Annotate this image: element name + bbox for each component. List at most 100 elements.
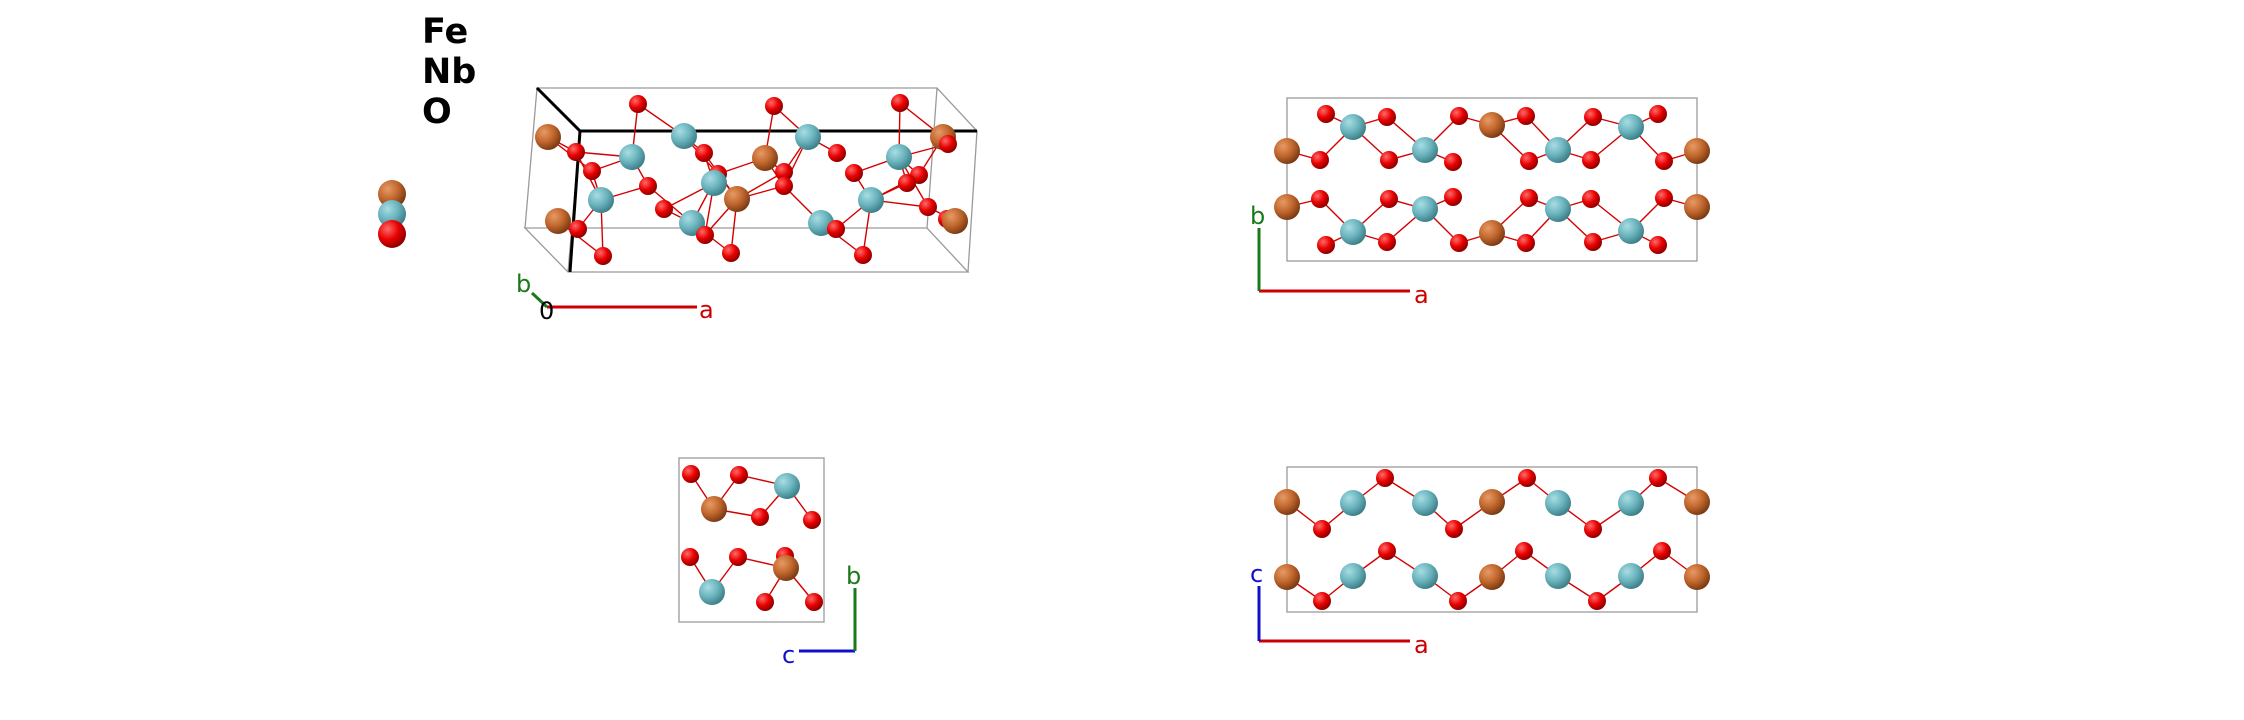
fe-atom: [752, 145, 778, 171]
o-atom: [1445, 520, 1463, 538]
perspective-atoms: [535, 94, 968, 265]
nb-atom: [1618, 218, 1644, 244]
o-atom: [775, 177, 793, 195]
o-atom: [1378, 233, 1396, 251]
nb-atom: [1340, 563, 1366, 589]
fe-atom: [545, 208, 571, 234]
o-atom: [1380, 190, 1398, 208]
nb-atom: [671, 123, 697, 149]
nb-atom: [774, 473, 800, 499]
cb-cell: [678, 457, 825, 623]
fe-atom: [1274, 489, 1300, 515]
fe-atom: [724, 186, 750, 212]
o-atom: [1376, 469, 1394, 487]
nb-atom: [1412, 196, 1438, 222]
o-atom: [583, 162, 601, 180]
o-atom: [1313, 520, 1331, 538]
fe-atom: [1684, 138, 1710, 164]
fe-atom: [1274, 194, 1300, 220]
element-legend: Fe Nb O: [378, 12, 476, 248]
axis-c-label: c: [1250, 560, 1263, 588]
o-atom: [695, 144, 713, 162]
legend-swatches: [378, 180, 406, 248]
o-atom: [1655, 152, 1673, 170]
ab-cell: [1286, 97, 1698, 262]
ab-atoms: [1274, 105, 1710, 254]
o-atom: [827, 220, 845, 238]
fe-atom: [1479, 564, 1505, 590]
ac-cell: [1286, 466, 1698, 613]
nb-atom: [588, 187, 614, 213]
nb-atom: [886, 144, 912, 170]
nb-atom: [1545, 196, 1571, 222]
fe-atom: [1479, 489, 1505, 515]
o-atom: [629, 95, 647, 113]
o-atom: [1313, 592, 1331, 610]
nb-atom: [1545, 490, 1571, 516]
o-atom: [569, 220, 587, 238]
o-atom: [722, 244, 740, 262]
o-atom: [1584, 108, 1602, 126]
axis-b-line: [530, 291, 549, 309]
o-atom: [891, 94, 909, 112]
o-atom: [1517, 234, 1535, 252]
ac-axis-triad: a c: [1250, 560, 1429, 659]
o-atom: [639, 177, 657, 195]
o-atom: [1520, 189, 1538, 207]
cb-view: c b: [678, 457, 861, 669]
o-atom: [594, 247, 612, 265]
o-atom: [1582, 190, 1600, 208]
fe-atom: [1479, 220, 1505, 246]
nb-atom: [1545, 563, 1571, 589]
o-atom: [1649, 236, 1667, 254]
nb-atom: [1340, 114, 1366, 140]
o-atom: [1317, 105, 1335, 123]
o-atom: [805, 593, 823, 611]
fe-atom: [1684, 489, 1710, 515]
o-atom: [1588, 592, 1606, 610]
legend-swatch-fe: [378, 180, 406, 208]
o-atom: [1582, 151, 1600, 169]
nb-atom: [795, 124, 821, 150]
nb-atom: [1412, 137, 1438, 163]
cb-atoms: [681, 465, 823, 611]
o-atom: [681, 548, 699, 566]
o-atom: [1653, 542, 1671, 560]
axis-a-label: a: [1414, 281, 1429, 309]
nb-atom: [1618, 563, 1644, 589]
axis-b-label: b: [1250, 202, 1265, 230]
fe-atom: [1274, 138, 1300, 164]
ac-atoms: [1274, 469, 1710, 610]
o-atom: [1311, 190, 1329, 208]
o-atom: [682, 465, 700, 483]
fe-atom: [1684, 564, 1710, 590]
o-atom: [756, 593, 774, 611]
o-atom: [1378, 108, 1396, 126]
o-atom: [1584, 233, 1602, 251]
axis-a-label: a: [1414, 631, 1429, 659]
legend-label-nb: Nb: [422, 52, 476, 92]
nb-atom: [701, 170, 727, 196]
o-atom: [854, 246, 872, 264]
o-atom: [828, 144, 846, 162]
nb-atom: [1545, 137, 1571, 163]
fe-atom: [1479, 112, 1505, 138]
o-atom: [730, 466, 748, 484]
o-atom: [1450, 234, 1468, 252]
o-atom: [1380, 151, 1398, 169]
o-atom: [1518, 469, 1536, 487]
axis-b-label: b: [846, 562, 861, 590]
ac-view: a c: [1250, 466, 1710, 659]
fe-atom: [1684, 194, 1710, 220]
axis-c-label: c: [782, 641, 795, 669]
o-atom: [751, 508, 769, 526]
nb-atom: [1340, 490, 1366, 516]
perspective-bonds: [547, 102, 956, 257]
nb-atom: [1340, 219, 1366, 245]
axis-b-label: b: [516, 270, 531, 298]
o-atom: [1450, 107, 1468, 125]
fe-atom: [701, 496, 727, 522]
nb-atom: [1618, 490, 1644, 516]
perspective-view: a b 0: [516, 86, 979, 325]
